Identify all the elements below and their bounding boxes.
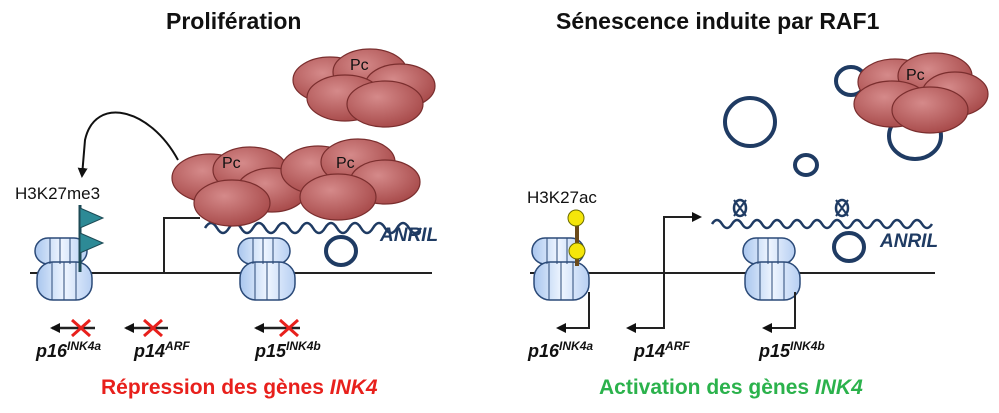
left-p16-repressed-icon bbox=[71, 318, 91, 338]
right-caption-text: Activation des gènes bbox=[599, 376, 815, 399]
right-p15-arrow bbox=[762, 292, 796, 333]
right-pc-complex bbox=[853, 52, 989, 134]
left-p15-arrow bbox=[254, 318, 300, 338]
left-anril-label: ANRIL bbox=[379, 225, 438, 246]
left-gene-p16: p16INK4a bbox=[35, 339, 101, 361]
right-gene-p16: p16INK4a bbox=[527, 339, 593, 361]
left-pc-complex-top bbox=[292, 48, 436, 128]
left-pc-complex-mid bbox=[171, 146, 308, 227]
right-p14-arrow bbox=[626, 273, 665, 333]
h3k27me3-flag-icon bbox=[78, 205, 105, 272]
left-pc-label-right: Pc bbox=[336, 155, 355, 172]
right-nucleosome-p15 bbox=[742, 237, 801, 301]
left-gene-p14: p14ARF bbox=[133, 339, 190, 361]
right-anril-label: ANRIL bbox=[879, 231, 938, 252]
right-rna-stem-loop-2 bbox=[834, 198, 850, 218]
right-gene-p15: p15INK4b bbox=[758, 339, 825, 361]
right-nucleosome-p16 bbox=[531, 237, 590, 301]
left-pc-label-mid: Pc bbox=[222, 155, 241, 172]
left-panel: Pc Pc Pc ANRIL H3K27me3 p16INK4a bbox=[15, 48, 438, 361]
right-anril-promoter-arrow bbox=[663, 212, 702, 273]
left-anril-promoter bbox=[163, 217, 200, 273]
left-caption-text: Répression des gènes bbox=[101, 376, 330, 399]
left-gene-p15: p15INK4b bbox=[254, 339, 321, 361]
right-p16-arrow bbox=[556, 292, 590, 333]
right-rna-circle-2 bbox=[793, 153, 819, 177]
left-p14-repressed-icon bbox=[143, 318, 163, 338]
left-nucleosome-p16 bbox=[34, 237, 93, 301]
left-p16-arrow bbox=[50, 318, 95, 338]
right-panel-title: Sénescence induite par RAF1 bbox=[556, 8, 880, 34]
right-panel-caption: Activation des gènes INK4 bbox=[599, 376, 863, 400]
right-h3k27ac-label: H3K27ac bbox=[527, 188, 597, 207]
left-panel-title: Prolifération bbox=[166, 8, 302, 34]
h3k27ac-mark-icon bbox=[567, 209, 586, 266]
left-pc-complex-right bbox=[280, 138, 421, 221]
left-anril-rna bbox=[203, 221, 423, 235]
left-caption-gene: INK4 bbox=[329, 376, 378, 399]
right-rna-circle-1 bbox=[723, 96, 777, 148]
right-rna-circle-5 bbox=[832, 231, 866, 263]
right-gene-p14: p14ARF bbox=[633, 339, 690, 361]
left-panel-caption: Répression des gènes INK4 bbox=[101, 376, 378, 400]
left-nucleosome-p15 bbox=[237, 237, 296, 301]
left-p15-repressed-icon bbox=[279, 318, 299, 338]
left-h3k27me3-label: H3K27me3 bbox=[15, 184, 100, 203]
left-rna-circle bbox=[324, 235, 358, 267]
right-rna-stem-loop-1 bbox=[732, 198, 748, 218]
right-panel: H3K27ac bbox=[527, 52, 989, 361]
left-pc-label-top: Pc bbox=[350, 57, 369, 74]
right-anril-rna bbox=[710, 218, 934, 230]
right-caption-gene: INK4 bbox=[814, 376, 863, 399]
right-pc-label: Pc bbox=[906, 67, 925, 84]
left-methylation-arrow bbox=[77, 111, 179, 178]
left-p14-arrow bbox=[124, 318, 168, 338]
